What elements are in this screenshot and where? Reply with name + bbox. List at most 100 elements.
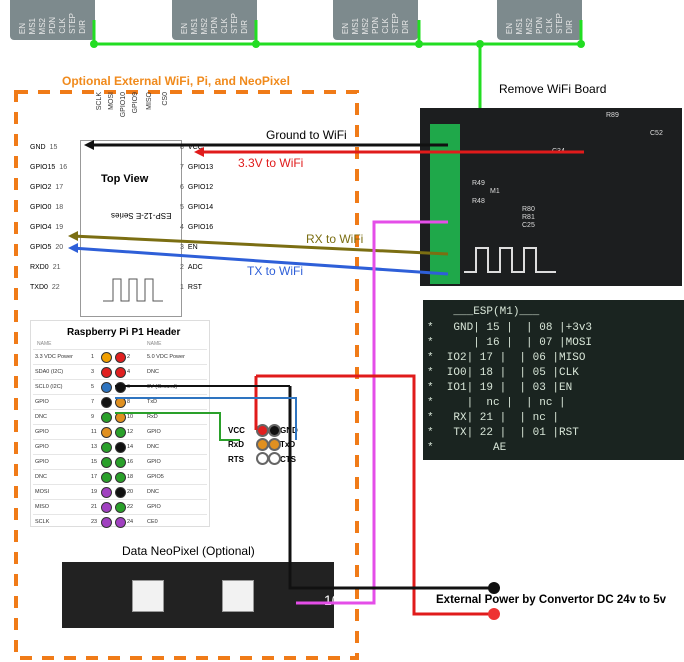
board-silkscreen: C25 xyxy=(522,222,535,229)
pi-pin-icon xyxy=(101,397,112,408)
pi-right-name: DNC xyxy=(147,369,159,375)
esp-pin-number: 15 xyxy=(49,144,58,151)
pi-left-num: 19 xyxy=(91,489,98,495)
pi-col-right: NAME xyxy=(147,341,162,347)
pi-left-num: 23 xyxy=(91,519,98,525)
pi-pin-icon xyxy=(115,472,126,483)
pi-left-name: DNC xyxy=(35,474,47,480)
board-silkscreen: R81 xyxy=(522,214,535,221)
pi-left-name: SDA0 (I2C) xyxy=(35,369,64,375)
esp-pin-number: 22 xyxy=(51,284,60,291)
esp-pin-number: 2 xyxy=(180,264,184,271)
ftdi-pin-icon xyxy=(268,438,281,451)
pi-right-num: 20 xyxy=(127,489,134,495)
esp-pin-name: RST xyxy=(187,284,202,291)
pi-right-num: 2 xyxy=(127,354,131,360)
esp-pin-number: 21 xyxy=(52,264,61,271)
terminal-row: * | nc | | nc | xyxy=(427,397,566,409)
pi-right-name: GPIO xyxy=(147,504,161,510)
pi-title: Raspberry Pi P1 Header xyxy=(67,327,181,338)
pi-right-num: 22 xyxy=(127,504,134,510)
ftdi-pin-icon xyxy=(268,452,281,465)
esp-pin-name: GPIO13 xyxy=(187,164,214,171)
esp-pin-number: 18 xyxy=(55,204,64,211)
board-silkscreen: R89 xyxy=(606,112,619,119)
terminal-row: * IO0| 18 | | 05 |CLK xyxy=(427,367,579,379)
pi-left-num: 21 xyxy=(91,504,98,510)
esp-pin-number: 20 xyxy=(55,244,64,251)
pi-pin-icon xyxy=(101,487,112,498)
pi-pin-icon xyxy=(101,517,112,528)
pi-pin-icon xyxy=(101,472,112,483)
pi-right-num: 14 xyxy=(127,444,134,450)
pi-left-num: 5 xyxy=(91,384,95,390)
pi-left-name: MOSI xyxy=(35,489,50,495)
esp-pin-name: VCC xyxy=(187,144,203,151)
esp-pin-number: 4 xyxy=(180,224,184,231)
terminal-row: * IO2| 17 | | 06 |MISO xyxy=(427,352,586,364)
pi-right-name: DNC xyxy=(147,489,159,495)
pi-left-name: GPIO xyxy=(35,459,49,465)
ftdi-vcc: VCC xyxy=(228,426,245,435)
esp-pin-name: ADC xyxy=(187,264,203,271)
pi-pin-icon xyxy=(115,442,126,453)
esp-pin-number: 5 xyxy=(180,204,184,211)
terminal-row: * IO1| 19 | | 03 |EN xyxy=(427,382,573,394)
terminal-header: ___ESP(M1)___ xyxy=(427,306,540,318)
esp-pin-name: GPIO12 xyxy=(187,184,214,191)
pi-pin-icon xyxy=(115,487,126,498)
data-neopixel-label: Data NeoPixel (Optional) xyxy=(122,544,255,558)
pi-pin-icon xyxy=(101,457,112,468)
pi-left-num: 17 xyxy=(91,474,98,480)
terminal-row: * TX| 22 | | 01 |RST xyxy=(427,427,579,439)
pi-pin-icon xyxy=(115,352,126,363)
terminal-row: * GND| 15 | | 08 |+3v3 xyxy=(427,322,593,334)
terminal-row: * AE xyxy=(427,442,507,454)
esp-pin-number: 19 xyxy=(55,224,64,231)
pi-left-name: GPIO xyxy=(35,429,49,435)
pi-left-name: SCL0 (I2C) xyxy=(35,384,63,390)
esp-pin-name: TXD0 xyxy=(30,284,48,291)
esp-pin-number: 3 xyxy=(180,244,184,251)
ftdi-pin-icon xyxy=(268,424,281,437)
pi-pin-icon xyxy=(115,457,126,468)
pi-right-num: 8 xyxy=(127,399,131,405)
pi-pin-icon xyxy=(115,502,126,513)
pi-right-num: 16 xyxy=(127,459,134,465)
remove-wifi-label: Remove WiFi Board xyxy=(499,82,607,96)
pi-left-name: GPIO xyxy=(35,399,49,405)
pi-pin-icon xyxy=(115,517,126,528)
esp-pin-number: 7 xyxy=(180,164,184,171)
pi-pin-icon xyxy=(115,427,126,438)
board-silkscreen: R80 xyxy=(522,206,535,213)
esp-pin-name: EN xyxy=(187,244,198,251)
optional-title: Optional External WiFi, Pi, and NeoPixel xyxy=(62,74,290,88)
tx-to-wifi-label: TX to WiFi xyxy=(247,264,303,278)
board-antenna xyxy=(464,247,556,273)
pi-left-num: 13 xyxy=(91,444,98,450)
external-power-label: External Power by Convertor DC 24v to 5v xyxy=(436,594,667,606)
pi-left-num: 7 xyxy=(91,399,95,405)
ftdi-txd: TxD xyxy=(280,440,296,449)
esp-pin-number: 17 xyxy=(55,184,64,191)
pi-left-num: 9 xyxy=(91,414,95,420)
esp-pin-name: GPIO5 xyxy=(30,244,52,251)
